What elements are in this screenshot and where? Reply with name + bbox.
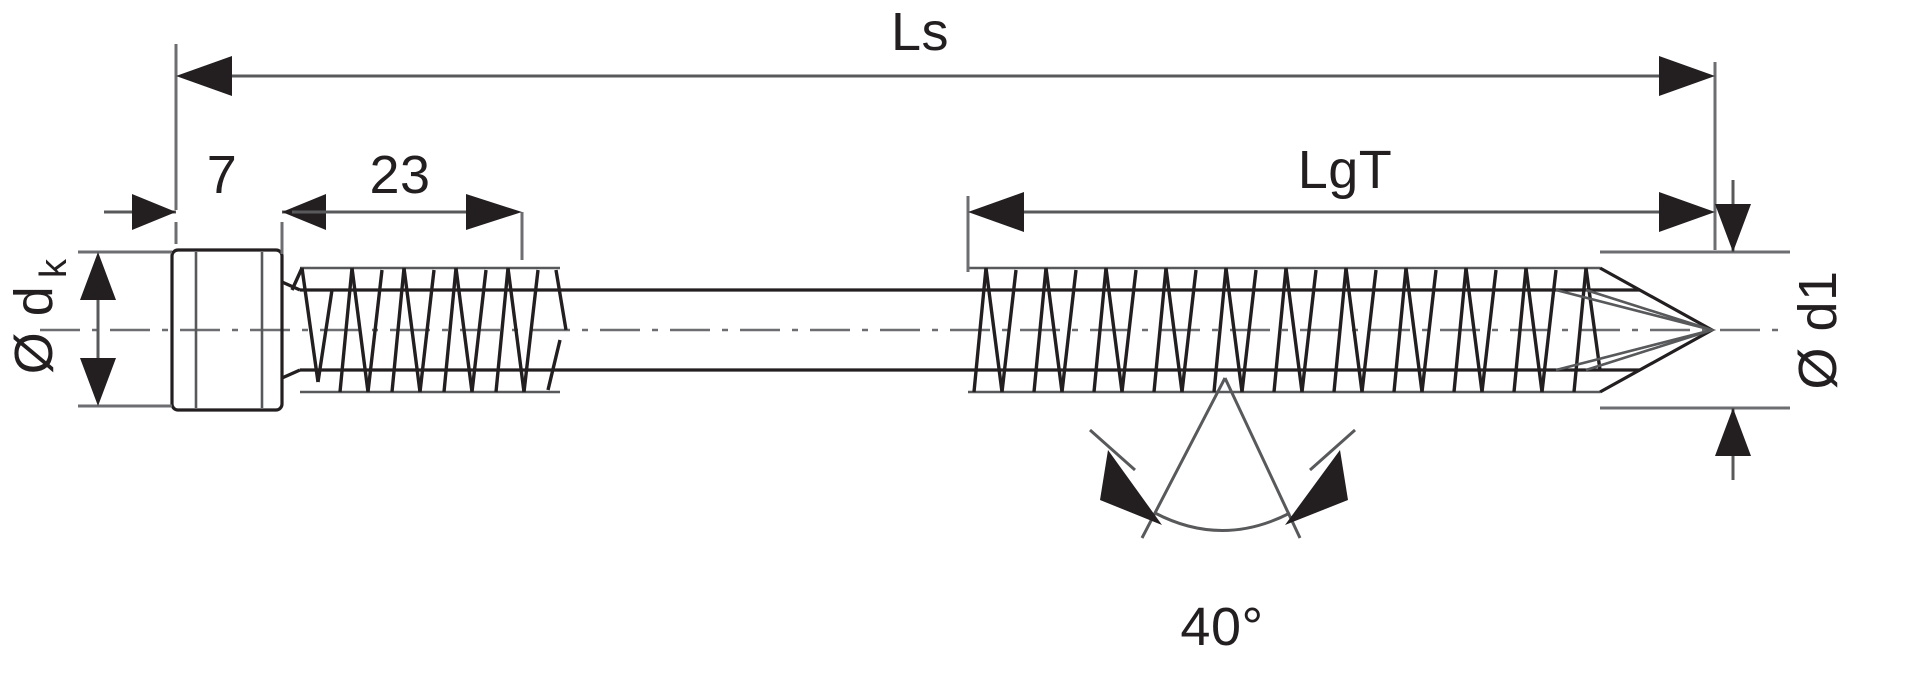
arrow-right-lgt [1659, 192, 1715, 232]
arrow-up-thread-diameter [1715, 408, 1751, 456]
arrow-left-ls [176, 56, 232, 96]
dimension-thread-diameter: Ø d1 [1600, 180, 1848, 480]
arrow-right-head-height [132, 194, 176, 230]
dimension-label-head-diameter: Ø d [4, 286, 64, 375]
dimension-label-lgt: LgT [1298, 140, 1393, 200]
dimension-label-ls: Ls [891, 2, 949, 62]
screw-head [170, 248, 284, 412]
arrow-right-23 [466, 194, 522, 230]
arrow-right-tip-angle [1285, 450, 1348, 525]
lower-thread-section [968, 266, 1602, 394]
screw-shank [281, 280, 1640, 380]
dimension-label-23: 23 [369, 145, 430, 205]
arrow-left-lgt [968, 192, 1024, 232]
arrow-down-head-diameter [80, 358, 116, 406]
dimension-label-head-diameter-subscript: k [33, 258, 75, 278]
dimension-ls: Ls [174, 2, 1717, 250]
dimension-label-head-height: 7 [207, 145, 238, 205]
dimension-tip-angle: 40° [1089, 377, 1356, 657]
dimension-lgt: LgT [966, 140, 1715, 272]
arrow-right-ls [1659, 56, 1715, 96]
screw-tip [1555, 266, 1717, 394]
dimension-head-height: 7 [104, 145, 340, 254]
dimension-label-thread-diameter: Ø d1 [1788, 270, 1848, 389]
dimension-head-diameter: Ø d k [4, 250, 172, 408]
dimension-label-tip-angle: 40° [1180, 597, 1263, 657]
arrow-up-head-diameter [80, 252, 116, 300]
arrow-down-thread-diameter [1715, 204, 1751, 252]
dimension-23: 23 [292, 145, 524, 260]
upper-thread-section [290, 266, 568, 394]
arrow-left-tip-angle [1100, 450, 1162, 525]
